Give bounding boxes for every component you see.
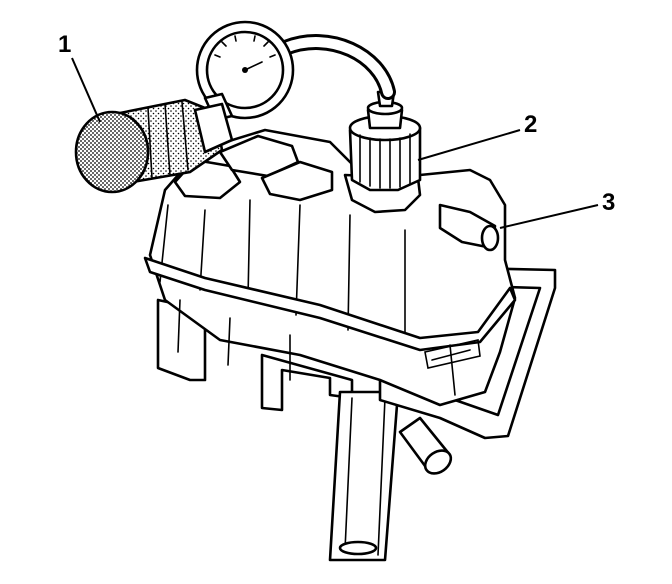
callout-3-leader xyxy=(499,204,599,229)
callout-2-label: 2 xyxy=(524,111,537,138)
cap-adapter xyxy=(348,90,422,192)
pressure-gauge xyxy=(195,20,295,122)
callout-3-label: 3 xyxy=(602,189,615,216)
callout-1-leader xyxy=(71,57,101,123)
pressure-pump-bulb xyxy=(74,98,234,194)
callout-2-leader xyxy=(417,129,521,161)
test-hose xyxy=(277,34,396,100)
callout-1-label: 1 xyxy=(58,31,71,58)
